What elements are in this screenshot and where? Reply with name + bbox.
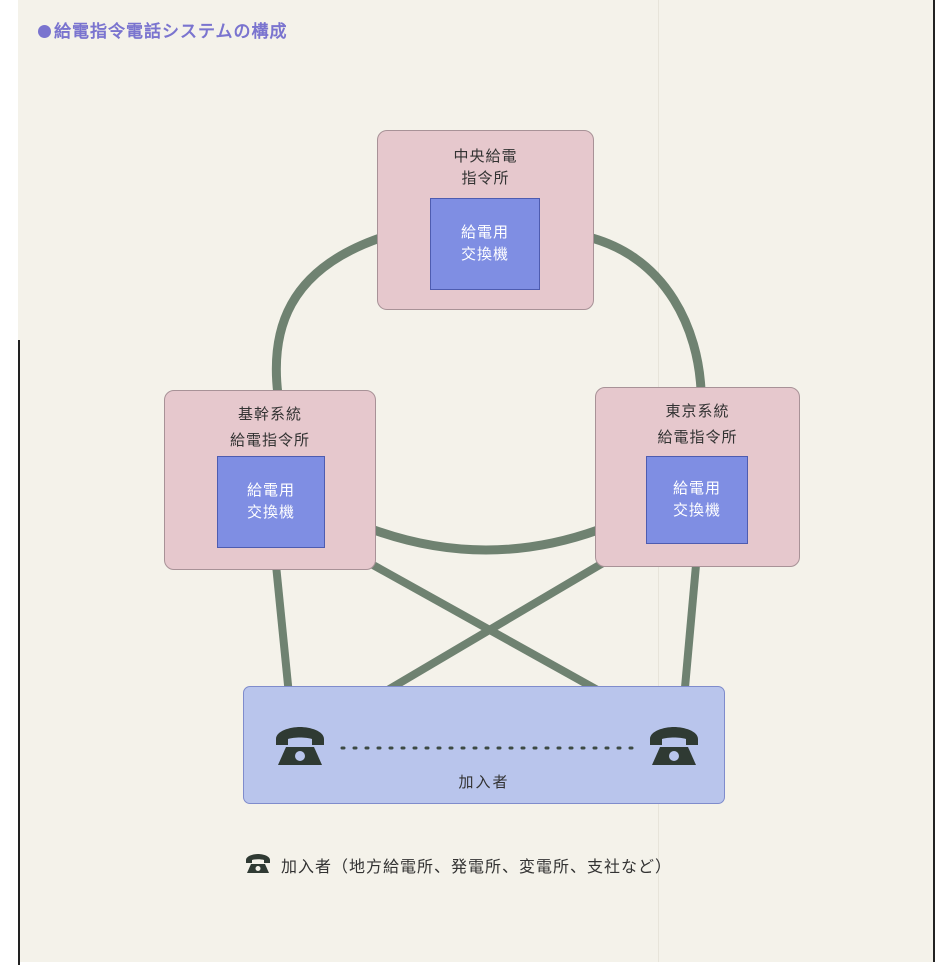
trunk-label-line2: 給電指令所 [229,431,310,449]
trunk-exchange: 給電用 交換機 [217,456,325,548]
telephone-icon [272,725,328,773]
tokyo-label-line1: 東京系統 [665,402,730,420]
diagram-title: 給電指令電話システムの構成 [38,17,288,42]
scan-edge-line [18,340,20,965]
trunk-dispatch-center: 基幹系統 給電指令所 給電用 交換機 [164,390,376,570]
trunk-exchange-line1: 給電用 [246,481,295,499]
telephone-icon [646,725,702,773]
tokyo-label-line2: 給電指令所 [657,428,738,446]
legend-text: 加入者（地方給電所、発電所、変電所、支社など） [281,857,673,876]
central-exchange-line2: 交換機 [460,245,509,263]
trunk-exchange-line2: 交換機 [246,503,295,521]
tokyo-exchange: 給電用 交換機 [646,456,748,544]
telephone-icon [246,854,270,873]
tokyo-dispatch-center: 東京系統 給電指令所 給電用 交換機 [595,387,800,567]
trunk-label-line1: 基幹系統 [237,405,302,423]
subscriber-box: 加入者 [243,686,725,804]
central-exchange: 給電用 交換機 [430,198,540,290]
diagram-title-text: 給電指令電話システムの構成 [54,22,288,42]
tokyo-exchange-line2: 交換機 [672,501,721,519]
central-exchange-line1: 給電用 [460,223,509,241]
link-trunk-tokyo [372,525,600,555]
tokyo-exchange-line1: 給電用 [672,479,721,497]
central-label-line2: 指令所 [461,169,510,187]
diagram-page: 給電指令電話システムの構成 中央給電 指令所 給電用 交換機 基幹系統 給電指令… [18,0,935,965]
link-central-tokyo [590,233,706,391]
legend: 加入者（地方給電所、発電所、変電所、支社など） [243,853,672,877]
central-label-line1: 中央給電 [453,147,518,165]
link-central-trunk [271,233,382,396]
bullet-dot-icon [38,25,51,38]
subscriber-label: 加入者 [458,773,510,791]
central-dispatch-center: 中央給電 指令所 給電用 交換機 [377,130,594,310]
subscriber-link-dots [340,746,641,750]
